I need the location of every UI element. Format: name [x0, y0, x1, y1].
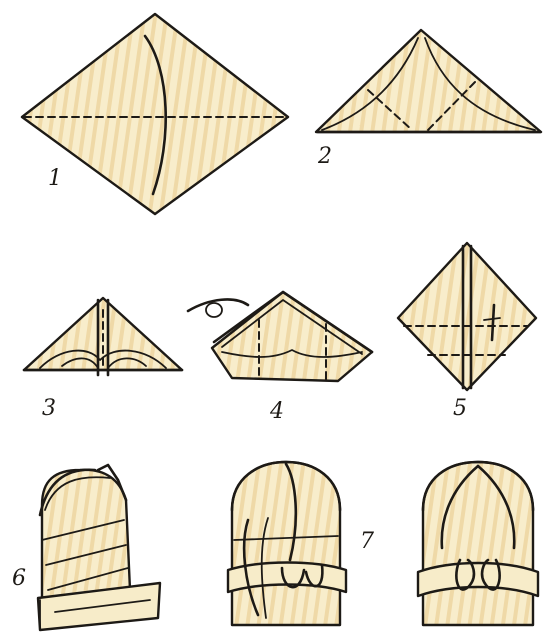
step-5-diagram: 5: [398, 243, 536, 421]
step-3-number: 3: [42, 396, 56, 421]
step-7-diagram: 7: [228, 462, 374, 625]
step-2-number: 2: [317, 144, 332, 169]
step-6-number: 6: [12, 566, 26, 591]
step-2-diagram: 2: [316, 30, 541, 169]
step-4-number: 4: [269, 399, 284, 424]
step-3-diagram: 3: [24, 298, 182, 421]
step-7-number: 7: [360, 529, 374, 554]
finished-napkin-diagram: [418, 462, 538, 625]
step-1-diagram: 1: [22, 14, 288, 214]
turn-over-icon: [188, 299, 248, 317]
step-5-number: 5: [453, 396, 467, 421]
step-4-diagram: 4: [188, 292, 372, 424]
step-1-number: 1: [48, 166, 62, 191]
step-6-diagram: 6: [12, 465, 160, 630]
